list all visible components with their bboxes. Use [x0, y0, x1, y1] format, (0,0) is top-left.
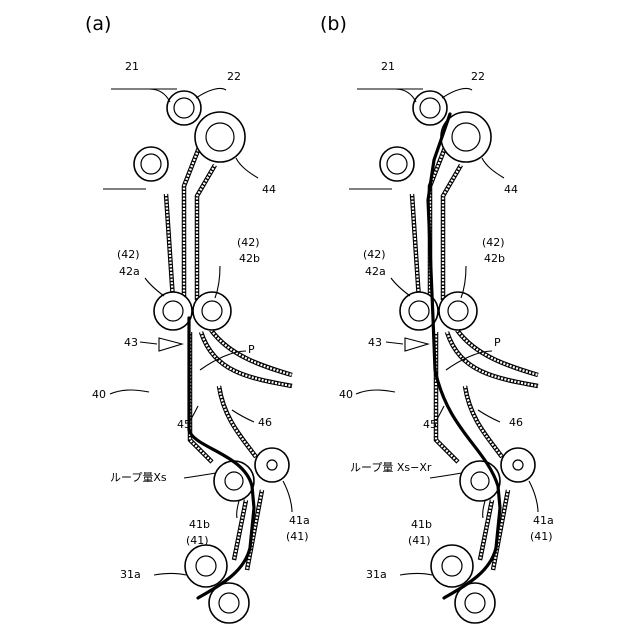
label-41b: 41b [411, 518, 432, 531]
label-P: P [494, 336, 501, 349]
label-42b: 42b [484, 252, 505, 265]
label-45: 45 [423, 418, 437, 431]
label-44: 44 [504, 183, 518, 196]
label-42-left: (42) [117, 248, 140, 261]
label-42-right: (42) [482, 236, 505, 249]
label-41b: 41b [189, 518, 210, 531]
label-21: 21 [125, 60, 139, 73]
label-loop: ループ量 Xs−Xr [350, 461, 432, 474]
panel-b-tag: (b) [320, 13, 347, 35]
label-41-right: (41) [286, 530, 309, 543]
label-40: 40 [339, 388, 353, 401]
panel-a: (a) 21 22 44 (42) 42a (42) 42b 43 P 40 4… [85, 13, 310, 623]
label-45: 45 [177, 418, 191, 431]
label-40: 40 [92, 388, 106, 401]
label-42-right: (42) [237, 236, 260, 249]
label-41-right: (41) [530, 530, 553, 543]
label-41a: 41a [533, 514, 554, 527]
panel-b: (b) 21 22 44 (42) 42a (42) 42b 43 P 40 4… [320, 13, 554, 623]
label-41-left: (41) [186, 534, 209, 547]
label-22: 22 [471, 70, 485, 83]
label-43: 43 [368, 336, 382, 349]
label-46: 46 [258, 416, 272, 429]
label-31a: 31a [366, 568, 387, 581]
label-42b: 42b [239, 252, 260, 265]
label-P: P [248, 343, 255, 356]
label-43: 43 [124, 336, 138, 349]
label-42a: 42a [365, 265, 386, 278]
label-41a: 41a [289, 514, 310, 527]
label-21: 21 [381, 60, 395, 73]
label-loop: ループ量Xs [110, 471, 167, 484]
label-42-left: (42) [363, 248, 386, 261]
label-44: 44 [262, 183, 276, 196]
label-42a: 42a [119, 265, 140, 278]
label-46: 46 [509, 416, 523, 429]
label-22: 22 [227, 70, 241, 83]
panel-a-tag: (a) [85, 13, 111, 35]
label-31a: 31a [120, 568, 141, 581]
label-41-left: (41) [408, 534, 431, 547]
panel-b-artwork [349, 88, 538, 623]
